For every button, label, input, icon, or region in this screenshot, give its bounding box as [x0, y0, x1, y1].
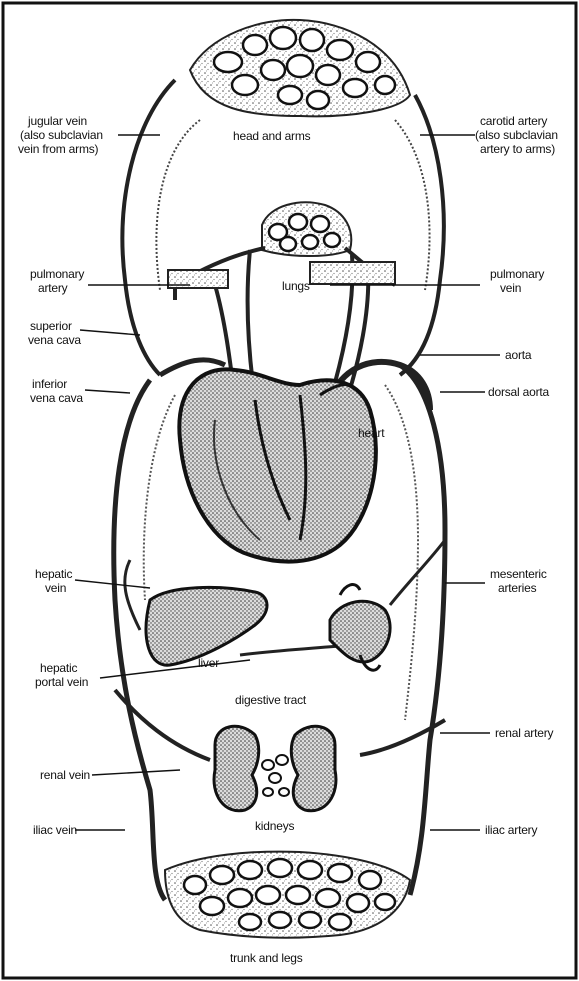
label-liver: liver [198, 656, 219, 670]
label-iliac-artery: iliac artery [485, 823, 537, 837]
dorsal-aorta-inner [385, 385, 418, 720]
hepatic-vein-vessel [125, 560, 140, 630]
label-head-and-arms: head and arms [233, 129, 311, 143]
label-lungs: lungs [282, 279, 310, 293]
label-iliac-vein: iliac vein [33, 823, 77, 837]
dorsal-aorta-vessel [400, 365, 445, 895]
lungs-capillary-bed [262, 202, 351, 256]
label-trunk-and-legs: trunk and legs [230, 951, 303, 965]
label-heart: heart [358, 426, 385, 440]
trunk-capillary-bed [165, 852, 410, 938]
head-capillary-bed [190, 20, 410, 116]
pulmonary-vein-bar [310, 262, 395, 284]
kidneys [214, 726, 336, 810]
inferior-vena-cava-inner [144, 395, 175, 600]
label-renal-artery: renal artery [495, 726, 553, 740]
digestive-tract [330, 585, 390, 671]
label-kidneys: kidneys [255, 819, 294, 833]
heart [179, 369, 376, 561]
label-renal-vein: renal vein [40, 768, 90, 782]
label-aorta: aorta [505, 348, 532, 362]
mesenteric-arteries-vessel [390, 540, 445, 605]
hepatic-portal-vessel [240, 645, 350, 655]
label-dorsal-aorta: dorsal aorta [488, 385, 549, 399]
label-digestive-tract: digestive tract [235, 693, 307, 707]
